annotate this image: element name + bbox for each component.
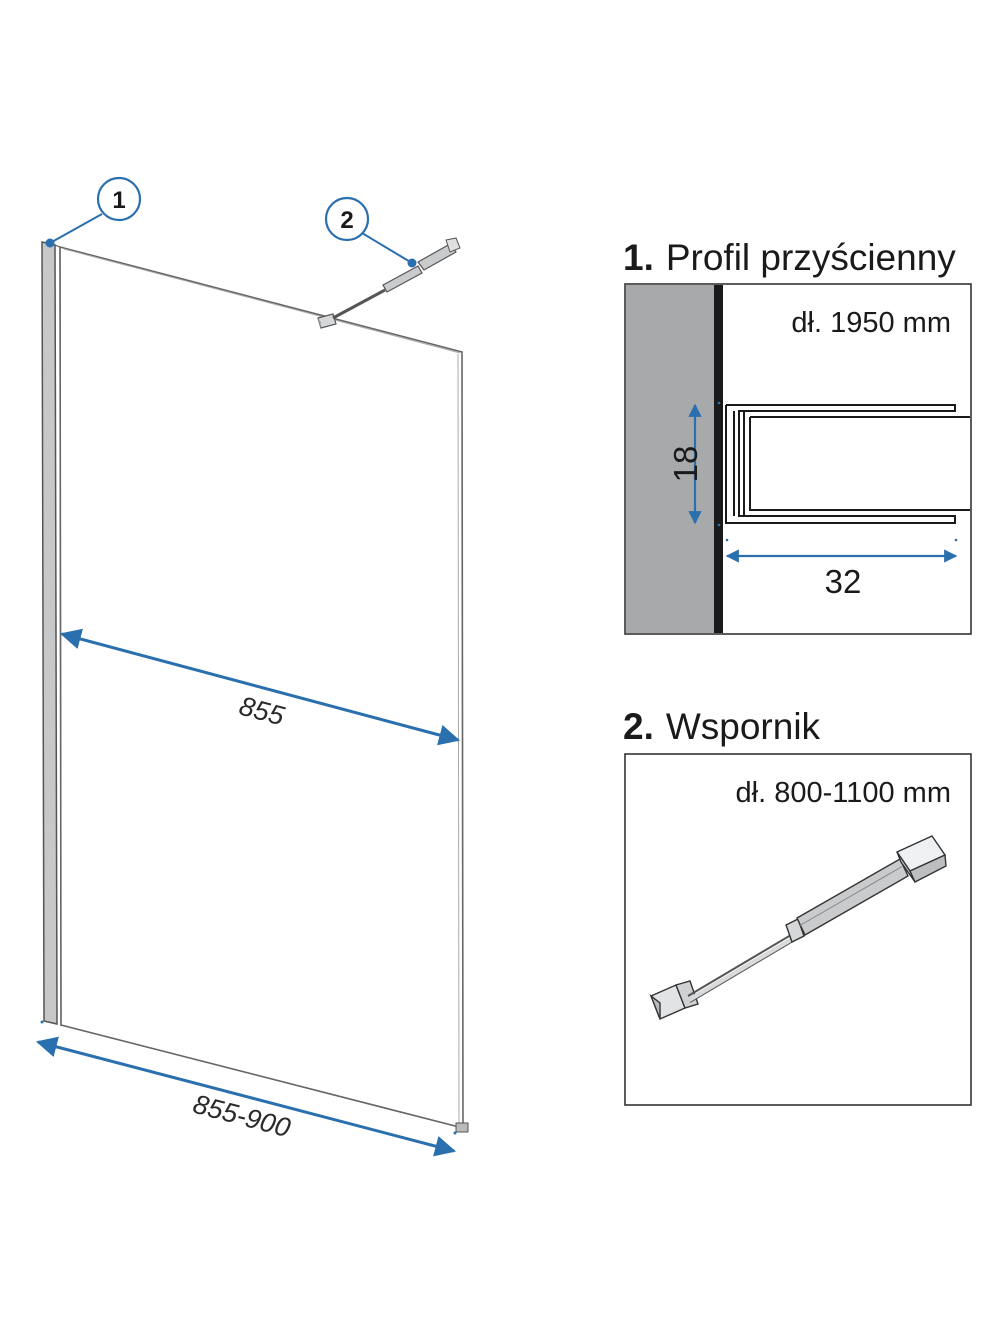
dimension-total-width-label: 855-900 <box>190 1089 293 1143</box>
wall-edge <box>714 285 723 633</box>
dimension-profile-depth: 18 <box>667 401 721 527</box>
callout-1-label: 1 <box>112 187 125 214</box>
bracket-panel: 2. Wspornik dł. 800-1100 mm <box>623 706 972 1106</box>
profile-section <box>725 404 970 524</box>
bracket-panel-number: 2. <box>623 706 654 747</box>
callout-2: 2 <box>324 196 417 268</box>
dimension-total-width: 855-900 <box>35 1020 457 1157</box>
profile-panel: 1. Profil przyścienny dł. 1950 mm 18 <box>623 237 972 635</box>
top-bracket <box>317 237 461 329</box>
panel-foot <box>455 1122 469 1133</box>
dimension-profile-depth-label: 18 <box>667 446 704 483</box>
dimension-profile-width-label: 32 <box>825 563 862 600</box>
profile-panel-number: 1. <box>623 237 654 278</box>
dimension-glass-width-label: 855 <box>236 691 288 732</box>
wall-profile <box>41 241 58 1025</box>
profile-panel-title-text: Profil przyścienny <box>666 237 956 278</box>
profile-length: dł. 1950 mm <box>791 307 951 339</box>
bracket-panel-title: 2. Wspornik <box>623 706 821 747</box>
callout-2-label: 2 <box>340 207 353 234</box>
shower-panel-drawing: 1 2 855 855-900 <box>35 176 469 1157</box>
bracket-panel-title-text: Wspornik <box>666 706 821 747</box>
callout-1: 1 <box>45 176 142 248</box>
bracket-length: dł. 800-1100 mm <box>736 777 951 809</box>
profile-panel-title: 1. Profil przyścienny <box>623 237 956 278</box>
bracket-illustration <box>649 835 947 1020</box>
dimension-profile-width: 32 <box>725 538 958 600</box>
dimension-glass-width: 855 <box>59 628 461 746</box>
